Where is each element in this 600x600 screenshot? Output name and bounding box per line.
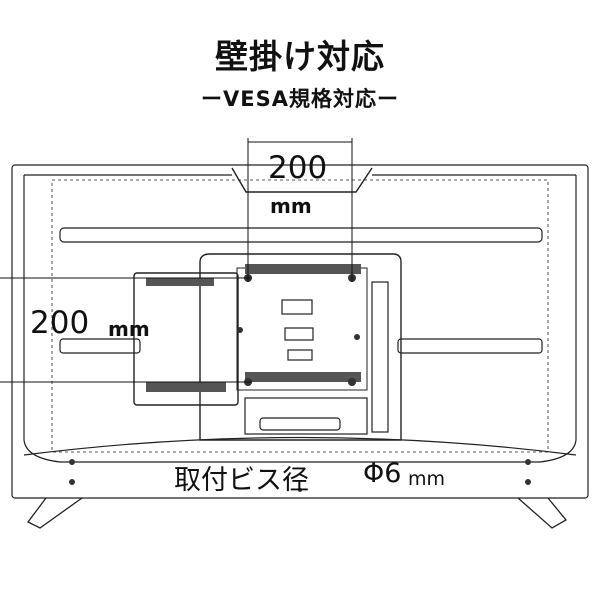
mount-slot-a (281, 299, 313, 315)
lower-bar-right (397, 338, 543, 354)
vertical-dimension (0, 277, 252, 383)
upper-bar (59, 227, 543, 243)
left-board-grille-top (146, 278, 214, 286)
screw-label: 取付ビス径 (174, 465, 309, 496)
lower-box (244, 397, 368, 435)
grille-top (245, 264, 361, 274)
screw-mid (237, 327, 243, 333)
horizontal-dimension-value: 200 (268, 150, 328, 186)
mount-plate-inner (236, 267, 368, 391)
mount-plate (199, 253, 402, 441)
left-board (133, 272, 239, 406)
lower-bar-left (59, 338, 141, 354)
page-title: 壁掛け対応 (215, 37, 385, 76)
tv-top-notch (231, 167, 373, 193)
left-board-grille-bottom (146, 382, 226, 392)
horizontal-dimension (247, 138, 353, 282)
stand-right (517, 497, 567, 529)
lower-handle (259, 417, 341, 431)
tv-outer-frame (11, 164, 589, 499)
grille-bottom (245, 372, 361, 382)
screw-extra (354, 334, 360, 340)
mount-slot-c (287, 349, 313, 361)
mount-slot-b (284, 327, 314, 341)
bottom-screws (69, 459, 531, 492)
tv-inner-outline (23, 175, 577, 463)
vertical-dimension-value: 200 (30, 305, 90, 341)
screw-unit: mm (408, 468, 446, 490)
stand-left (27, 497, 83, 529)
side-rail (371, 281, 389, 433)
horizontal-dimension-unit: mm (270, 194, 312, 218)
screw-bottom-right (348, 378, 356, 386)
vertical-dimension-unit: mm (108, 317, 150, 341)
page-subtitle: ーVESA規格対応ー (201, 87, 399, 111)
tv-bottom-curve (23, 436, 577, 456)
tv-inner-dashed (51, 179, 549, 453)
screw-value: Φ6 (363, 458, 402, 489)
vesa-screws (237, 274, 360, 386)
